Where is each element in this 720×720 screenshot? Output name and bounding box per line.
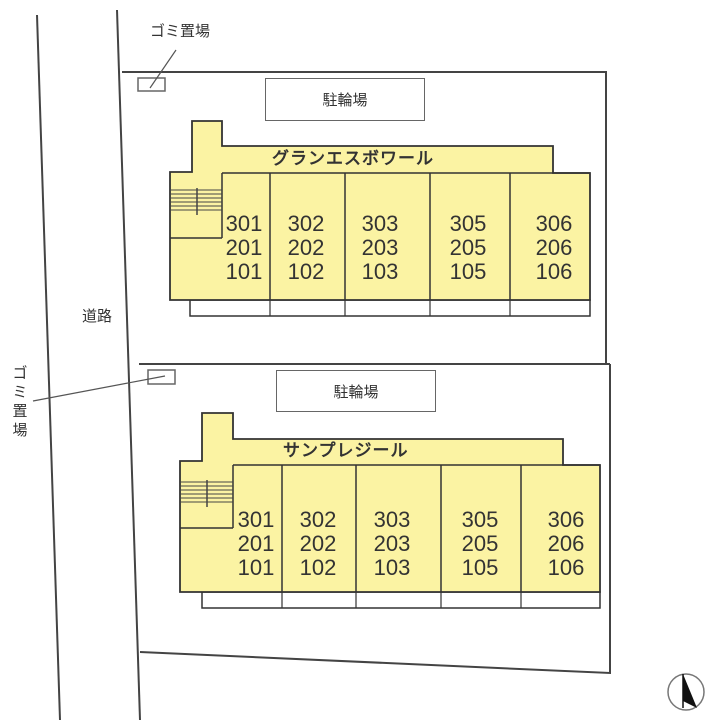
building-1-shape — [169, 120, 591, 317]
stairs-icon — [170, 188, 222, 215]
bike-parking-1: 駐輪場 — [265, 78, 425, 121]
road-label: 道路 — [82, 307, 113, 325]
stairs-icon — [180, 480, 233, 507]
road-edge-left — [36, 14, 61, 720]
garbage-box-top — [137, 77, 166, 92]
building-name-1: グランエスボワール — [272, 149, 434, 169]
road-edge-right — [116, 9, 141, 720]
garbage-area-label-left: ゴ ミ 置 場 — [12, 364, 28, 439]
building-2-shape — [179, 412, 601, 609]
lot-boundary-bottom — [139, 364, 611, 675]
north-arrow-icon — [667, 673, 705, 711]
bike-parking-2: 駐輪場 — [276, 370, 436, 412]
garbage-area-label-top: ゴミ置場 — [150, 22, 211, 40]
building-name-2: サンプレジール — [283, 441, 409, 461]
lot-boundary-top — [122, 71, 607, 364]
